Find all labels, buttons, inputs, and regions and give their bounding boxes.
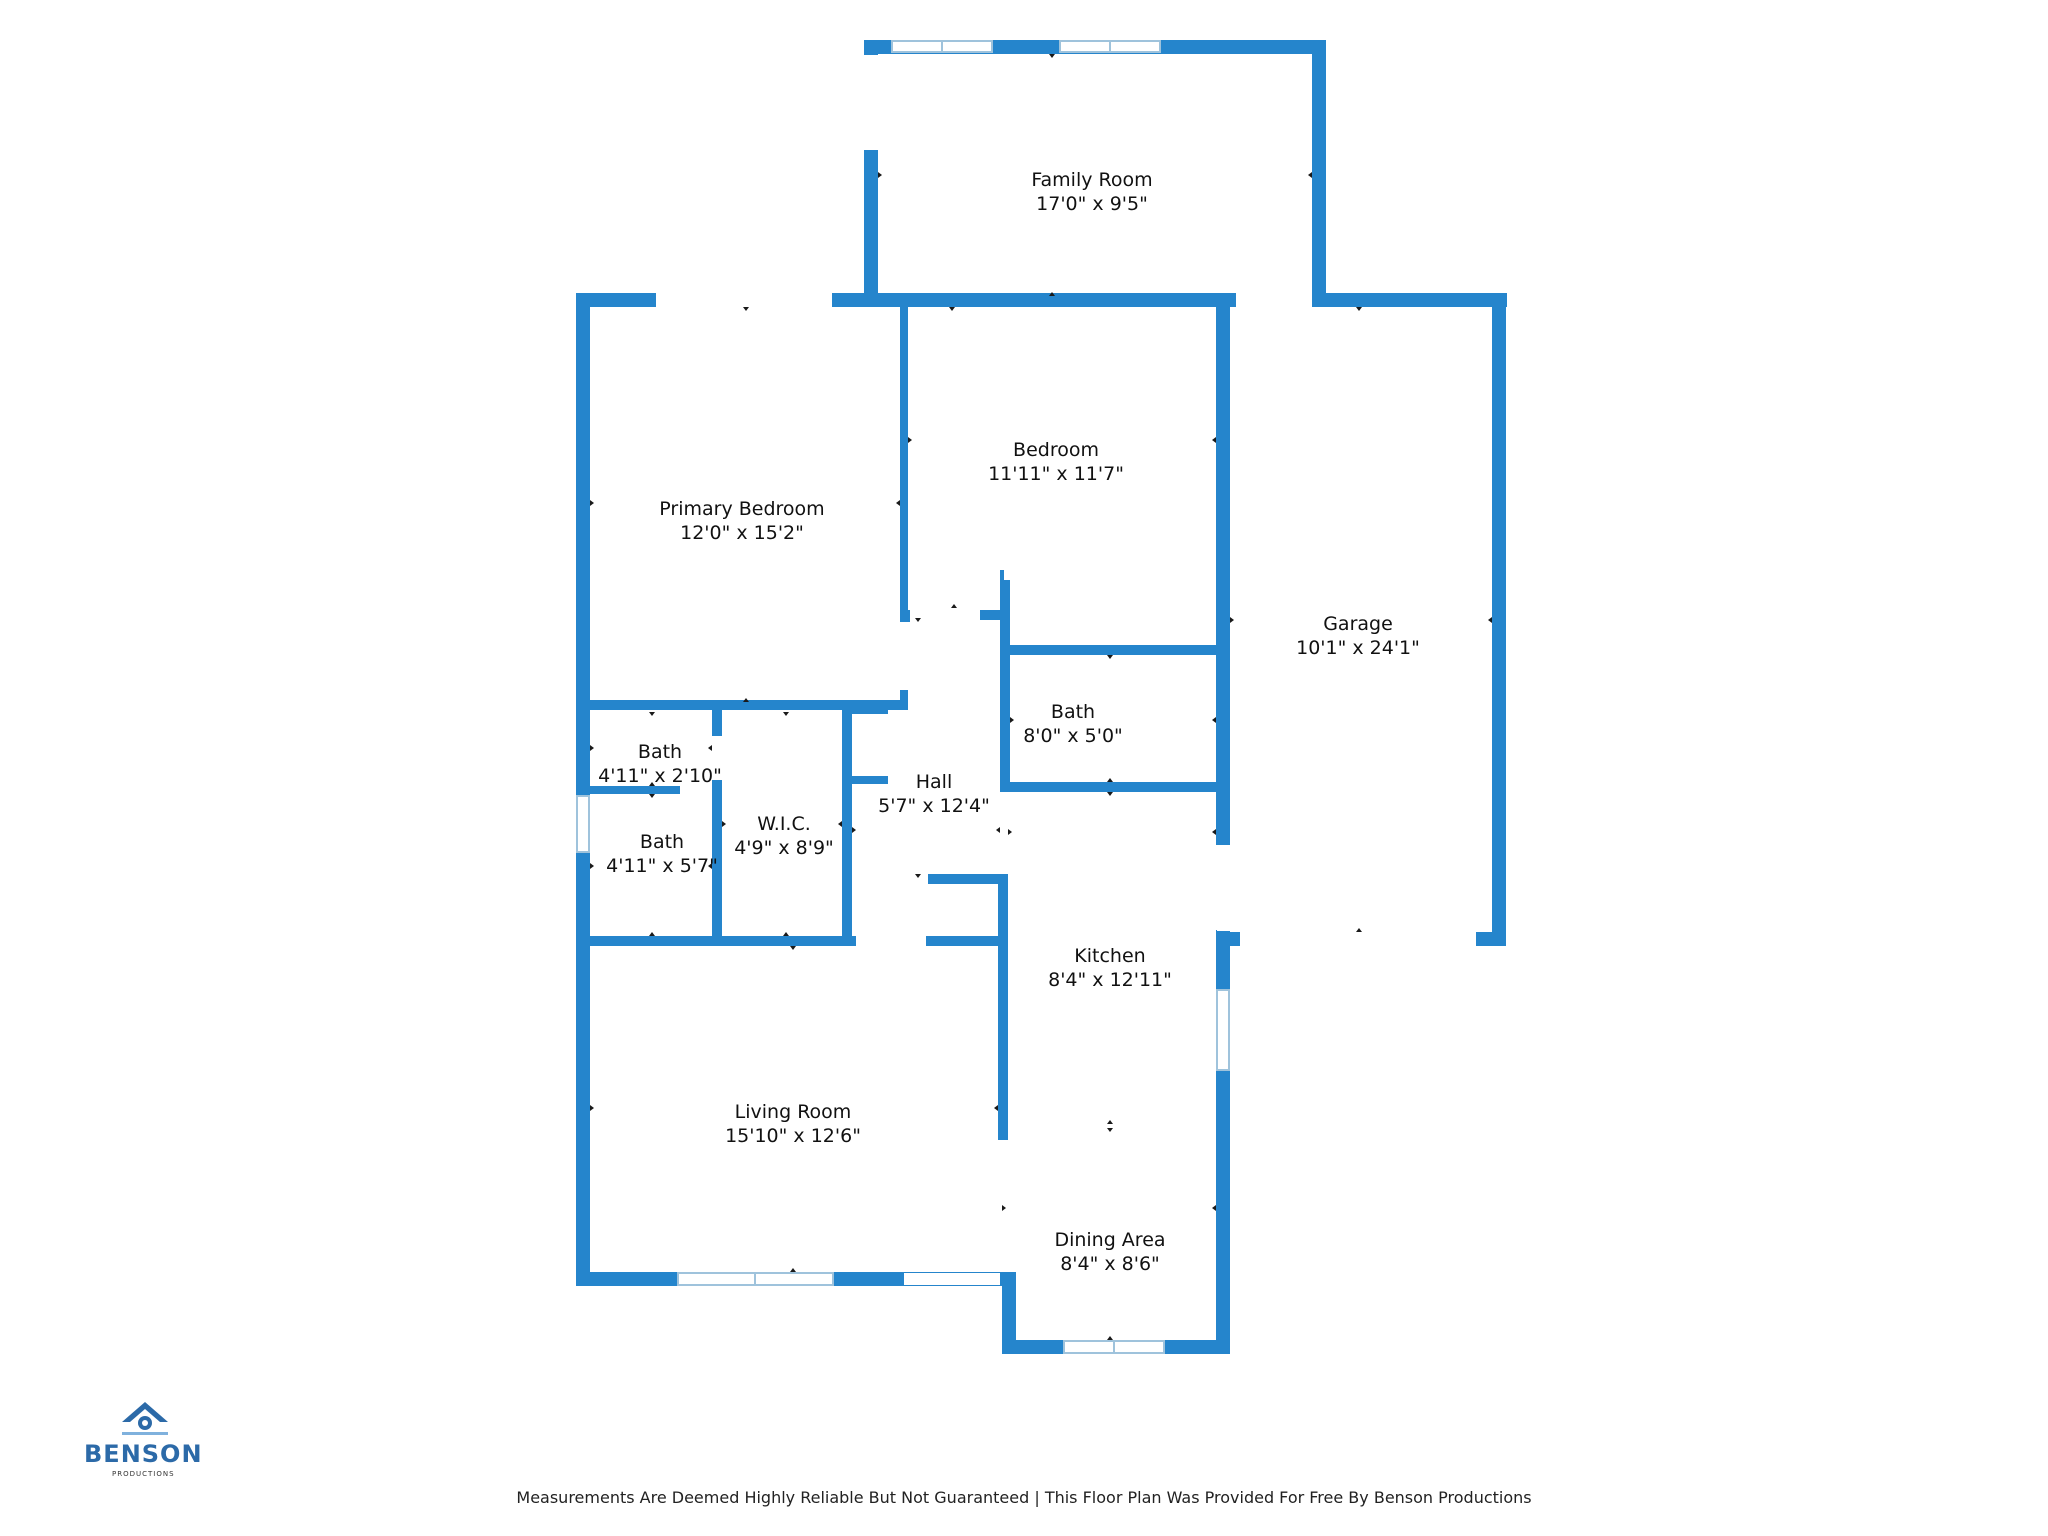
dimension-tick-icon [590,500,594,506]
wic-name: W.I.C. [757,813,811,835]
logo-tagline: PRODUCTIONS [112,1470,175,1478]
garage-dims: 10'1" x 24'1" [1296,637,1420,659]
bedroom-name: Bedroom [1013,439,1099,461]
hall-name: Hall [916,771,953,793]
hall-dims: 5'7" x 12'4" [878,795,990,817]
dimension-tick-icon [1049,54,1055,58]
dimension-tick-icon [838,821,842,827]
bath-small-name: Bath [638,741,682,763]
dimension-tick-icon [722,821,726,827]
family-room-dims: 17'0" x 9'5" [1036,193,1148,215]
dining-area-dims: 8'4" x 8'6" [1060,1253,1160,1275]
dimension-tick-icon [996,827,1000,833]
dimension-tick-icon [1212,1205,1216,1211]
primary-bedroom-dims: 12'0" x 15'2" [680,522,804,544]
dimension-tick-icon [1212,437,1216,443]
dimension-tick-icon [743,698,749,702]
dimension-tick-icon [1010,717,1014,723]
dimension-tick-icon [908,437,912,443]
dimension-tick-icon [915,874,921,878]
dimension-tick-icon [649,932,655,936]
dimension-tick-icon [1212,829,1216,835]
footer-disclaimer: Measurements Are Deemed Highly Reliable … [516,1488,1532,1507]
dimension-tick-icon [1356,307,1362,311]
benson-logo-icon [122,1402,168,1435]
dimension-tick-icon [1107,655,1113,659]
kitchen-dims: 8'4" x 12'11" [1048,969,1172,991]
dimension-tick-icon [649,712,655,716]
bath-small-dims: 4'11" x 2'10" [598,765,722,787]
dimension-tick-icon [649,794,655,798]
dimension-tick-icon [783,932,789,936]
dimension-tick-icon [1107,792,1113,796]
walls [576,40,1507,1354]
dimension-tick-icon [1002,1205,1006,1211]
dimension-tick-icon [1008,829,1012,835]
dimension-tick-icon [1230,617,1234,623]
dimension-tick-icon [1212,717,1216,723]
garage-name: Garage [1323,613,1393,635]
dimension-tick-icon [708,863,712,869]
dimension-tick-icon [590,745,594,751]
bedroom-dims: 11'11" x 11'7" [988,463,1124,485]
bath-primary-dims: 4'11" x 5'7" [606,855,718,877]
dimension-tick-icon [1049,292,1055,296]
dining-area-name: Dining Area [1054,1229,1165,1251]
dimension-tick-icon [743,307,749,311]
dimension-tick-icon [878,172,882,178]
dimension-tick-icon [915,618,921,622]
bath-primary-name: Bath [640,831,684,853]
dimension-tick-icon [790,946,796,950]
dimension-tick-icon [1308,172,1312,178]
dimension-tick-icon [708,745,712,751]
dimension-tick-icon [590,863,594,869]
dimension-tick-icon [649,782,655,786]
dimension-markers [590,54,1492,1340]
dimension-tick-icon [852,827,856,833]
dimension-tick-icon [790,1268,796,1272]
dimension-tick-icon [590,1105,594,1111]
primary-bedroom-name: Primary Bedroom [659,498,824,520]
bath-hall-dims: 8'0" x 5'0" [1023,725,1123,747]
living-room-dims: 15'10" x 12'6" [725,1125,861,1147]
dimension-tick-icon [1107,778,1113,782]
dimension-tick-icon [1356,928,1362,932]
dimension-tick-icon [994,1105,998,1111]
logo-wordmark: BENSON [84,1440,203,1468]
family-room-name: Family Room [1031,169,1152,191]
dimension-tick-icon [1488,617,1492,623]
bath-hall-name: Bath [1051,701,1095,723]
room-labels: Family Room 17'0" x 9'5" Bedroom 11'11" … [598,169,1420,1275]
dimension-tick-icon [896,500,900,506]
dimension-tick-icon [951,604,957,608]
living-room-name: Living Room [735,1101,852,1123]
dimension-tick-icon [1107,1128,1113,1132]
dimension-tick-icon [1107,1336,1113,1340]
dimension-tick-icon [1107,1120,1113,1124]
openings [864,55,1231,1285]
wic-dims: 4'9" x 8'9" [734,837,834,859]
windows [576,40,1230,1354]
dimension-tick-icon [783,712,789,716]
kitchen-name: Kitchen [1074,945,1145,967]
dimension-tick-icon [949,307,955,311]
